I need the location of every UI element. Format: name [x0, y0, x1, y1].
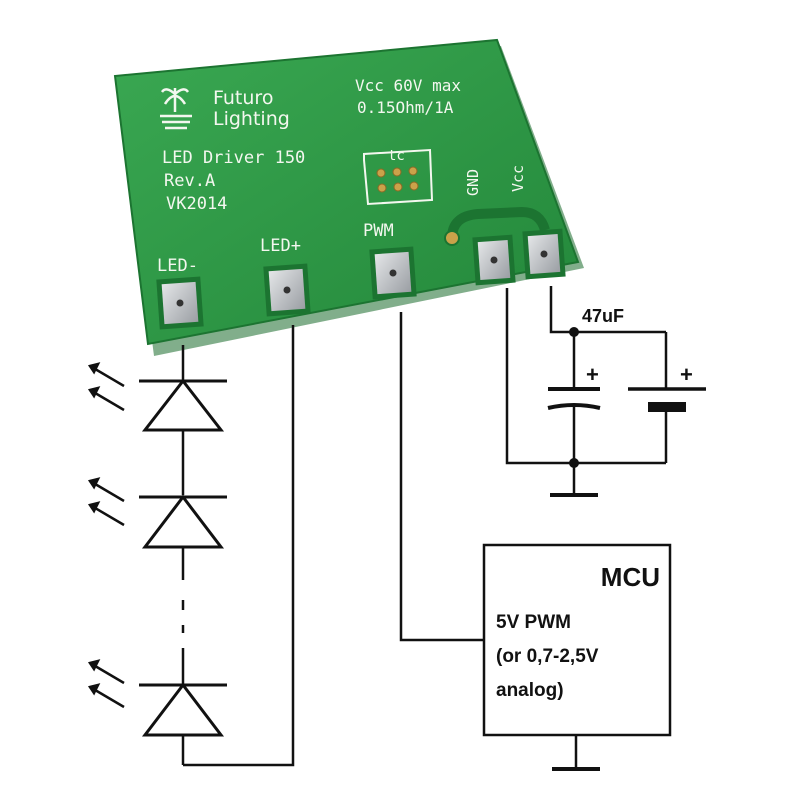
led-string-wiring [181, 325, 295, 767]
battery-plus: + [680, 362, 693, 387]
pad-pwm [369, 246, 417, 300]
brand-line1: Futuro [213, 87, 273, 109]
pcb-board: Futuro Lighting Vcc 60V max 0.15Ohm/1A L… [113, 38, 584, 356]
capacitor-plus: + [586, 362, 599, 387]
pwm-wire [399, 312, 484, 642]
pad-label-gnd: GND [464, 169, 482, 196]
pcb-surface [113, 38, 580, 346]
revision-label: Rev.A [164, 171, 215, 191]
led-diode-3 [87, 659, 227, 737]
light-emission-arrows-3 [87, 659, 125, 709]
power-section: 47uF + + [505, 286, 706, 497]
battery-symbol: + [628, 332, 706, 463]
pad-vcc [522, 228, 566, 280]
brand-line2: Lighting [213, 108, 290, 130]
futuro-lighting-logo [160, 88, 192, 130]
pad-led-plus [263, 263, 311, 317]
tc-connector-label: tc [388, 148, 405, 164]
mcu-line1: 5V PWM [496, 612, 571, 633]
mcu-line3: analog) [496, 680, 564, 701]
mcu-title: MCU [601, 562, 660, 592]
spec-line1: Vcc 60V max [355, 76, 461, 95]
pad-label-led-minus: LED- [157, 256, 198, 276]
pcb-trace [447, 206, 550, 239]
led-diode-2 [87, 477, 227, 549]
mcu-block: MCU 5V PWM (or 0,7-2,5V analog) [482, 543, 672, 771]
light-emission-arrows-1 [87, 362, 125, 412]
led-diode-1 [87, 362, 227, 432]
pad-led-minus [156, 276, 204, 330]
pad-label-pwm: PWM [363, 221, 394, 241]
light-emission-arrows-2 [87, 477, 125, 527]
pad-label-led-plus: LED+ [260, 236, 301, 256]
capacitor-label: 47uF [582, 306, 624, 326]
mcu-line2: (or 0,7-2,5V [496, 646, 599, 667]
board-code: VK2014 [166, 194, 227, 214]
capacitor-symbol: + [547, 332, 601, 463]
spec-line2: 0.15Ohm/1A [357, 98, 454, 117]
pad-label-vcc: Vcc [509, 165, 527, 192]
gnd-wire [505, 288, 666, 465]
vcc-wire [549, 286, 666, 334]
model-name: LED Driver 150 [162, 148, 305, 168]
via [444, 230, 460, 246]
tc-connector: tc [363, 148, 434, 206]
pad-gnd [472, 234, 516, 286]
